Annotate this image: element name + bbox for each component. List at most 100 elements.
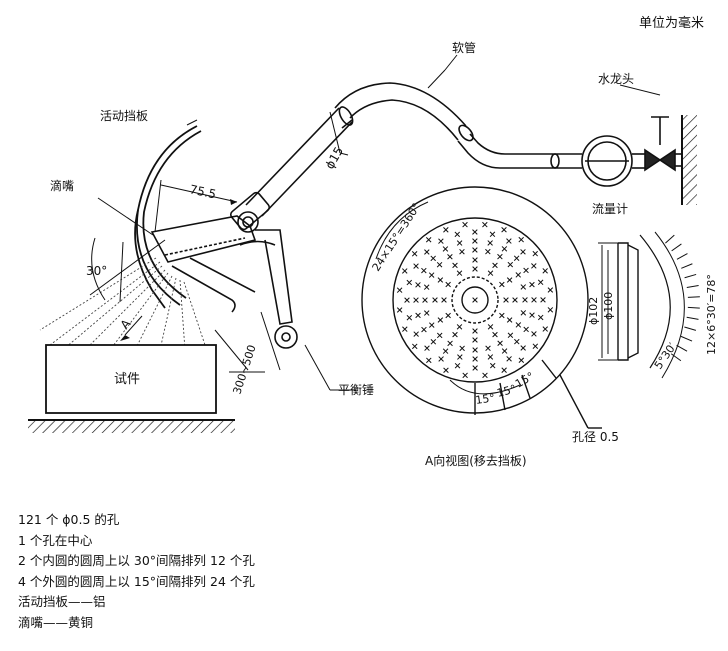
hole-mark	[520, 284, 527, 290]
angle-tick	[686, 316, 699, 320]
hole-mark	[472, 238, 478, 244]
hole-mark	[406, 314, 413, 321]
hole-mark	[462, 372, 468, 379]
hole-mark	[472, 337, 478, 343]
hole-mark	[442, 246, 449, 252]
hole-mark	[396, 287, 403, 293]
hole-mark	[542, 326, 548, 332]
hole-mark	[415, 282, 421, 288]
view-title: A向视图(移去挡板)	[425, 453, 527, 468]
hole-mark	[520, 249, 526, 255]
hole-mark	[436, 332, 443, 339]
note-line: 2 个内圆的圆周上以 30°间隔排列 12 个孔	[18, 553, 255, 568]
hole-mark	[506, 277, 513, 283]
angle-tick	[680, 335, 693, 342]
hole-mark	[482, 372, 488, 379]
hole-mark	[443, 227, 449, 233]
hole-mark	[547, 287, 554, 293]
hole-mark	[459, 248, 465, 255]
hole-mark	[428, 272, 435, 278]
hole-mark	[421, 267, 427, 274]
hole-mark	[413, 331, 419, 337]
hole-mark	[438, 356, 444, 362]
hole-mark	[499, 281, 505, 288]
unit-label: 单位为毫米	[638, 16, 704, 31]
angle-tick	[687, 306, 700, 309]
hole-mark	[432, 297, 438, 303]
hole-mark	[487, 324, 494, 330]
hole-mark	[472, 365, 478, 371]
hole-mark	[447, 253, 453, 260]
hole-mark	[531, 263, 537, 269]
counterweight-label: 平衡锤	[338, 382, 374, 397]
angle-5-30-label: 5°30′	[652, 340, 680, 372]
hole-mark	[402, 326, 408, 332]
arrow-a-label: A	[118, 316, 135, 332]
hole-mark	[523, 326, 529, 333]
water-spray	[39, 257, 206, 351]
hole-mark	[437, 277, 444, 283]
hole-mark	[489, 362, 496, 369]
angle-tick	[684, 273, 697, 279]
note-line: 1 个孔在中心	[18, 532, 93, 548]
hole-mark	[537, 314, 544, 321]
hole-mark	[423, 310, 430, 316]
hole-mark	[499, 312, 505, 319]
hole-mark	[532, 343, 539, 349]
hole-dia-label: 孔径 0.5	[572, 430, 619, 444]
angle-15a-label: 15°	[475, 391, 496, 407]
a-view	[361, 186, 602, 429]
hose-label: 软管	[452, 40, 476, 55]
angle-tick	[676, 344, 688, 352]
nozzle-label: 滴嘴	[50, 178, 74, 193]
hole-mark	[452, 331, 458, 338]
hole-mark	[425, 236, 432, 243]
notes-list: 121 个 ϕ0.5 的孔 1 个孔在中心 2 个内圆的圆周上以 30°间隔排列…	[18, 510, 255, 633]
hole-mark	[487, 354, 494, 360]
angle-15b-label: 15°	[495, 382, 517, 400]
dim-d102-label: ϕ102	[587, 297, 600, 325]
hole-mark	[424, 249, 430, 255]
hole-mark	[520, 310, 527, 316]
hole-mark	[424, 345, 430, 351]
hole-mark	[430, 255, 436, 262]
hole-mark	[537, 279, 544, 286]
hole-mark	[423, 284, 430, 290]
hole-mark	[441, 297, 447, 303]
hole-mark	[492, 331, 498, 338]
hole-mark	[445, 312, 451, 319]
angle-ticks	[665, 234, 700, 362]
hole-mark	[472, 247, 478, 253]
nozzle-side-view	[598, 231, 685, 379]
movable-shield	[134, 125, 202, 309]
angle-tick	[671, 243, 682, 252]
hole-mark	[472, 356, 478, 362]
angle-tick	[681, 263, 693, 269]
angle-tick	[687, 296, 700, 298]
hole-mark	[485, 248, 491, 255]
hole-mark	[492, 262, 498, 269]
hole-mark	[513, 255, 520, 261]
hole-mark	[532, 250, 539, 257]
hole-mark	[396, 307, 403, 313]
hole-mark	[523, 267, 529, 274]
drip-test-apparatus-diagram: 软管 水龙头 活动挡板 滴嘴 流量计 试件 平衡锤 75.5 ϕ15 30° A…	[28, 40, 718, 468]
hole-mark	[506, 317, 513, 323]
hole-mark	[503, 297, 509, 303]
dim-300-500-label: 300~500	[230, 343, 258, 396]
hole-mark	[426, 357, 432, 364]
hole-mark	[457, 354, 463, 360]
hole-mark	[454, 362, 461, 369]
hole-mark	[422, 297, 428, 303]
hole-mark	[445, 281, 451, 288]
hole-mark	[447, 340, 453, 347]
angle-tick	[686, 285, 699, 288]
dim-75-label: 75.5	[188, 182, 217, 201]
hole-mark	[487, 270, 494, 276]
hole-mark	[472, 229, 478, 235]
hole-mark	[442, 348, 449, 354]
hole-mark	[501, 227, 507, 233]
hole-mark	[522, 297, 528, 303]
hole-mark	[518, 357, 525, 364]
note-line: 滴嘴——黄铜	[18, 614, 94, 630]
